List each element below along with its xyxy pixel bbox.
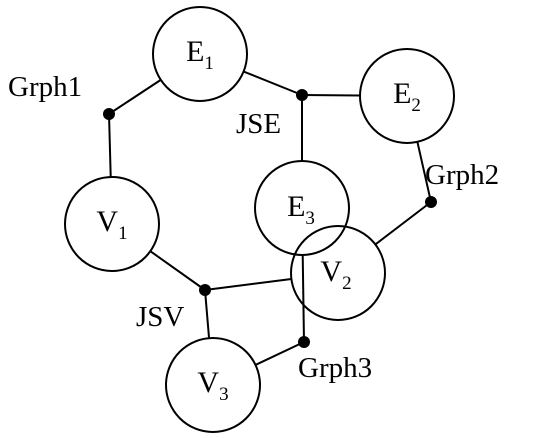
node-e3-circle	[254, 160, 350, 256]
nodes: E1 E2 V1 V3 E3 V2	[64, 6, 455, 433]
junction-labels: Grph1 JSE Grph2 JSV Grph3	[8, 71, 499, 384]
edge-jse-e1	[243, 70, 303, 96]
node-v2-label: V2	[320, 255, 351, 294]
junction-jse-dot	[296, 89, 308, 101]
edge-grph2-e2	[416, 141, 432, 203]
junction-grph3-dot	[298, 336, 310, 348]
edge-jsv-v3	[204, 289, 211, 339]
node-v3-label: V3	[197, 366, 228, 405]
edge-jsv-v2	[204, 277, 292, 291]
node-v1-label: V1	[96, 205, 127, 244]
node-e2-circle	[359, 48, 455, 144]
edge-jse-e2	[301, 94, 361, 97]
junction-jse-label: JSE	[236, 108, 281, 140]
node-v1-circle	[64, 176, 160, 272]
junction-jsv-dot	[199, 284, 211, 296]
junctions	[103, 89, 437, 348]
junction-jsv-label: JSV	[136, 301, 184, 333]
junction-grph1-dot	[103, 108, 115, 120]
junction-grph2-dot	[425, 196, 437, 208]
junction-grph1-label: Grph1	[8, 71, 82, 103]
junction-grph3-label: Grph3	[298, 352, 372, 384]
junction-grph2-label: Grph2	[425, 159, 499, 191]
node-e1-circle	[152, 6, 248, 102]
edge-grph2-v2	[374, 201, 432, 246]
node-e3-label: E3	[287, 190, 315, 229]
node-v2-circle	[290, 225, 386, 321]
edge-grph3-e3	[301, 254, 305, 343]
edge-jsv-v1	[149, 250, 206, 291]
edge-grph1-v1	[108, 113, 112, 178]
edge-grph3-v3	[255, 341, 305, 366]
node-v3-circle	[165, 337, 261, 433]
edges	[108, 70, 432, 366]
edge-grph1-e1	[108, 79, 162, 115]
node-e2-label: E2	[393, 77, 421, 116]
node-e1-label: E1	[186, 35, 214, 74]
